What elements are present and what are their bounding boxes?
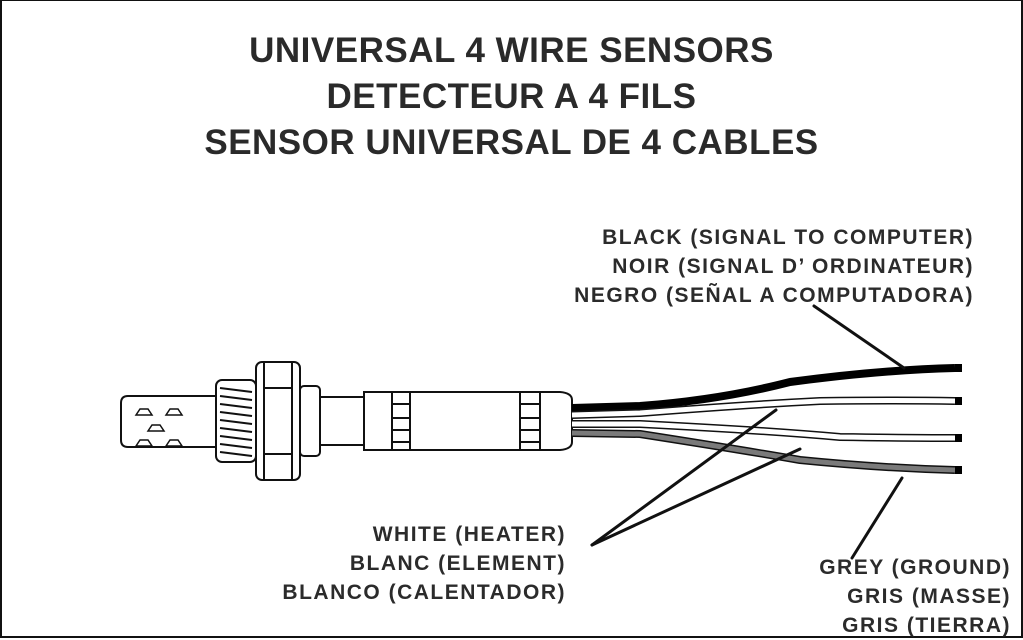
sensor-shaft (319, 396, 365, 446)
sensor-thread (215, 379, 257, 463)
wire-bundle (571, 364, 962, 474)
black-wire (571, 364, 956, 412)
black-label-english: BLACK (SIGNAL TO COMPUTER) (602, 226, 974, 249)
title-line-english: UNIVERSAL 4 WIRE SENSORS (249, 31, 774, 70)
grey-label-english: GREY (GROUND) (819, 556, 1011, 579)
white-label-french: BLANC (ELEMENT) (349, 552, 566, 575)
black-wire-label: BLACK (SIGNAL TO COMPUTER) NOIR (SIGNAL … (574, 223, 974, 310)
sensor-boot (363, 391, 573, 451)
white-leader-line-a (590, 408, 778, 547)
black-label-french: NOIR (SIGNAL D’ ORDINATEUR) (612, 255, 974, 278)
sensor-hex-nut (255, 361, 321, 481)
white-leader-line-b (590, 447, 802, 547)
title-line-spanish: SENSOR UNIVERSAL DE 4 CABLES (204, 123, 819, 162)
white-wire-label: WHITE (HEATER) BLANC (ELEMENT) BLANCO (C… (282, 520, 566, 607)
title-block: UNIVERSAL 4 WIRE SENSORS DETECTEUR A 4 F… (0, 28, 1023, 166)
title-line-french: DETECTEUR A 4 FILS (326, 77, 697, 116)
grey-label-spanish: GRIS (TIERRA) (842, 614, 1011, 637)
grey-label-french: GRIS (MASSE) (847, 585, 1011, 608)
white-label-english: WHITE (HEATER) (372, 523, 566, 546)
white-label-spanish: BLANCO (CALENTADOR) (282, 581, 566, 604)
black-leader-line (812, 304, 906, 370)
sensor-probe-tip (120, 395, 216, 448)
black-label-spanish: NEGRO (SEÑAL A COMPUTADORA) (574, 284, 974, 307)
grey-leader-line (850, 476, 904, 560)
grey-wire-label: GREY (GROUND) GRIS (MASSE) GRIS (TIERRA) (819, 553, 1011, 640)
